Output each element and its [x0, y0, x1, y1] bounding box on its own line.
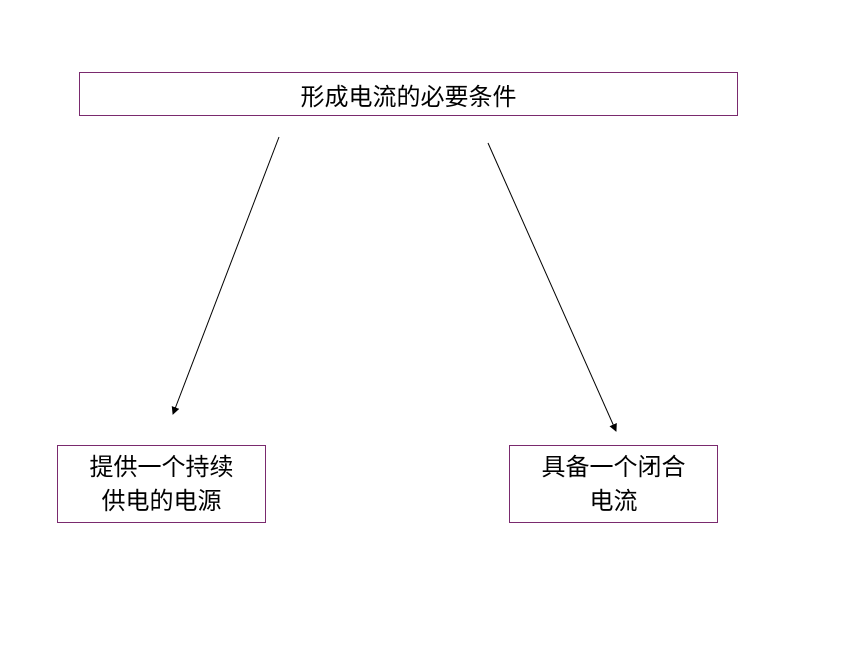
left-child-line-2: 供电的电源: [101, 487, 222, 515]
right-child-node: 具备一个闭合 电流: [509, 445, 718, 523]
left-child-line-1: 提供一个持续: [89, 453, 234, 481]
root-node: 形成电流的必要条件: [79, 72, 738, 116]
left-child-node: 提供一个持续 供电的电源: [57, 445, 266, 523]
arrow-to-left-node: [171, 136, 280, 415]
arrow-to-right-node: [487, 142, 617, 432]
right-child-line-1: 具备一个闭合: [541, 453, 686, 481]
root-node-label: 形成电流的必要条件: [300, 82, 517, 111]
right-child-line-2: 电流: [589, 487, 638, 515]
